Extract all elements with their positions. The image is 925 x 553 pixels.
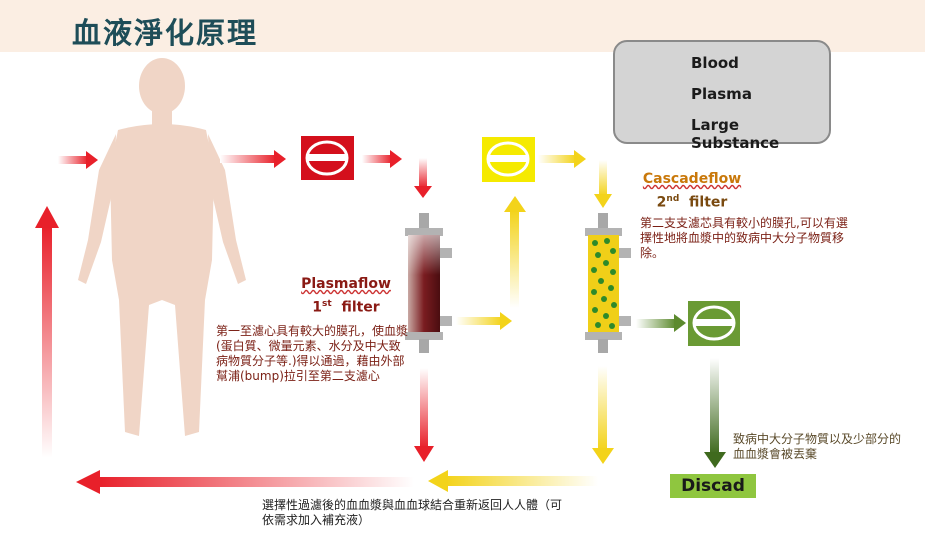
blood-arrow-to-pump: [220, 150, 286, 168]
blood-arrow-to-filter1: [414, 158, 432, 198]
blood-arrow-in: [58, 151, 98, 169]
discard-label: Discad: [670, 474, 756, 498]
blood-arrow-from-filter1: [414, 368, 434, 462]
large-substance-arrow-down: [704, 358, 726, 468]
legend-label-plasma: Plasma: [691, 85, 752, 103]
legend-label-large-substance: Large Substance: [691, 116, 780, 152]
filter2-name: Cascadeflow: [642, 171, 742, 187]
filter2-ordinal: nd: [666, 194, 680, 204]
page-title: 血液淨化原理: [72, 16, 259, 50]
filter2-description: 第二支支濾芯具有較小的膜孔,可以有選擇性地將血漿中的致病中大分子物質移除。: [640, 216, 848, 260]
discard-pump-icon: [688, 301, 740, 346]
plasma-arrow-from-pump: [538, 150, 586, 168]
plasma-arrow-up: [504, 196, 526, 308]
filter1-heading: Plasmaflow 1st filter: [286, 274, 406, 318]
blood-arrow-after-pump: [362, 150, 402, 168]
filter1-name: Plasmaflow: [301, 276, 391, 292]
blood-arrow-up-to-body: [35, 206, 59, 458]
filter1-description: 第一至濾心具有較大的膜孔，使血漿(蛋白質、微量元素、水分及中大致病物質分子等.)…: [216, 324, 409, 383]
plasma-arrow-down: [592, 366, 614, 464]
filter2-number: 2: [656, 194, 667, 211]
plasma-filter-1-icon: [405, 213, 452, 353]
human-silhouette-icon: [78, 58, 246, 436]
plasma-arrow-to-filter2: [594, 160, 612, 208]
filter1-number: 1: [312, 299, 323, 316]
plasma-arrow-out-filter1: [456, 312, 512, 330]
return-description: 選擇性過濾後的血血漿與血血球結合重新返回人人體（可依需求加入補充液）: [262, 498, 563, 527]
blood-pump-icon: [301, 136, 354, 180]
filter1-word: filter: [341, 299, 380, 316]
plasma-pump-icon: [482, 137, 535, 182]
large-substance-arrow-out: [636, 314, 686, 332]
legend: Blood Plasma Large Substance: [613, 40, 831, 152]
plasma-filter-2-icon: [585, 213, 631, 353]
blood-return-arrow: [76, 470, 414, 494]
filter2-word: filter: [689, 194, 728, 211]
discard-description: 致病中大分子物質以及少部分的血血漿會被丟棄: [733, 432, 902, 461]
filter2-heading: Cascadeflow 2nd filter: [636, 169, 748, 213]
filter1-ordinal: st: [322, 299, 332, 309]
plasma-return-arrow: [428, 470, 598, 492]
legend-label-blood: Blood: [691, 54, 739, 72]
